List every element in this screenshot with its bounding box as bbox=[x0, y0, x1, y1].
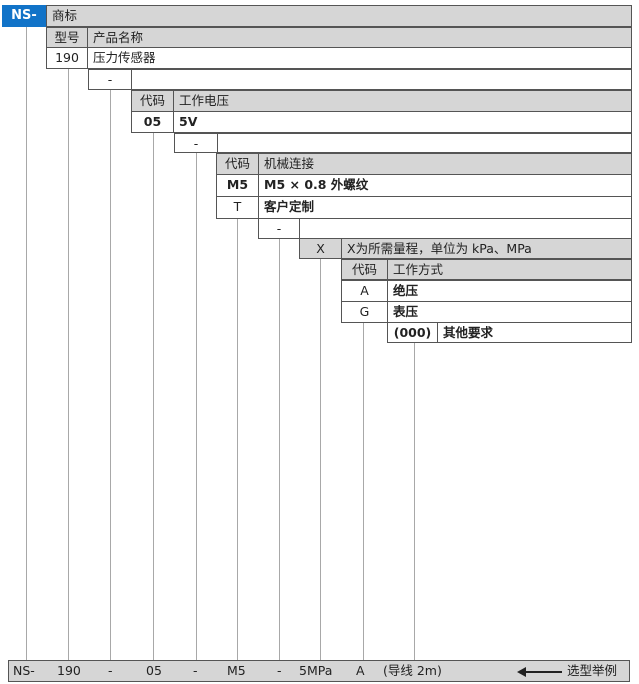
brand-label: 商标 bbox=[46, 5, 632, 27]
example-part-brand: NS- bbox=[13, 663, 35, 678]
guide-line-other bbox=[414, 343, 415, 661]
other-name: 其他要求 bbox=[437, 322, 632, 343]
guide-line-model bbox=[68, 69, 69, 661]
separator-2-row bbox=[217, 133, 632, 153]
arrow-left-icon bbox=[517, 667, 526, 677]
separator-1: - bbox=[88, 69, 132, 90]
connection-header-code: 代码 bbox=[216, 153, 259, 175]
voltage-header-name: 工作电压 bbox=[173, 90, 632, 112]
example-label: 选型举例 bbox=[567, 663, 618, 678]
separator-3-row bbox=[299, 218, 632, 239]
connection-code-t: T bbox=[216, 196, 259, 219]
guide-line-range bbox=[320, 259, 321, 661]
guide-line-brand bbox=[26, 27, 27, 661]
separator-1-row bbox=[131, 69, 632, 90]
selection-example-bar: NS- 190 - 05 - M5 - 5MPa A (导线 2m) 选型举例 bbox=[8, 660, 630, 682]
guide-line-sep3 bbox=[279, 238, 280, 661]
example-part-model: 190 bbox=[57, 663, 81, 678]
connection-name-t: 客户定制 bbox=[258, 196, 632, 219]
example-part-sep2: - bbox=[193, 663, 198, 678]
separator-2: - bbox=[174, 133, 218, 153]
guide-line-mode bbox=[363, 323, 364, 661]
voltage-code: 05 bbox=[131, 111, 174, 133]
mode-header-name: 工作方式 bbox=[387, 259, 632, 280]
model-name: 压力传感器 bbox=[87, 47, 632, 69]
guide-line-sep2 bbox=[196, 153, 197, 661]
example-part-connection: M5 bbox=[227, 663, 246, 678]
connection-code-m5: M5 bbox=[216, 174, 259, 197]
connection-header-name: 机械连接 bbox=[258, 153, 632, 175]
voltage-name: 5V bbox=[173, 111, 632, 133]
guide-line-voltage bbox=[153, 133, 154, 661]
guide-line-connection bbox=[237, 219, 238, 661]
mode-name-g: 表压 bbox=[387, 301, 632, 323]
example-part-sep1: - bbox=[108, 663, 113, 678]
range-name: X为所需量程，单位为 kPa、MPa bbox=[341, 238, 632, 259]
brand-prefix-badge: NS- bbox=[2, 5, 46, 27]
mode-code-g: G bbox=[341, 301, 388, 323]
model-header-code: 型号 bbox=[46, 27, 88, 48]
voltage-header-code: 代码 bbox=[131, 90, 174, 112]
other-code: (000) bbox=[387, 322, 438, 343]
example-part-other: (导线 2m) bbox=[383, 663, 442, 678]
model-code: 190 bbox=[46, 47, 88, 69]
mode-code-a: A bbox=[341, 280, 388, 302]
example-part-range: 5MPa bbox=[299, 663, 333, 678]
mode-name-a: 绝压 bbox=[387, 280, 632, 302]
mode-header-code: 代码 bbox=[341, 259, 388, 280]
guide-line-sep1 bbox=[110, 90, 111, 661]
separator-3: - bbox=[258, 218, 300, 239]
model-header-name: 产品名称 bbox=[87, 27, 632, 48]
example-part-voltage: 05 bbox=[146, 663, 162, 678]
connection-name-m5: M5 × 0.8 外螺纹 bbox=[258, 174, 632, 197]
range-code: X bbox=[299, 238, 342, 259]
example-part-mode: A bbox=[356, 663, 365, 678]
example-part-sep3: - bbox=[277, 663, 282, 678]
arrow-shaft bbox=[524, 671, 562, 673]
